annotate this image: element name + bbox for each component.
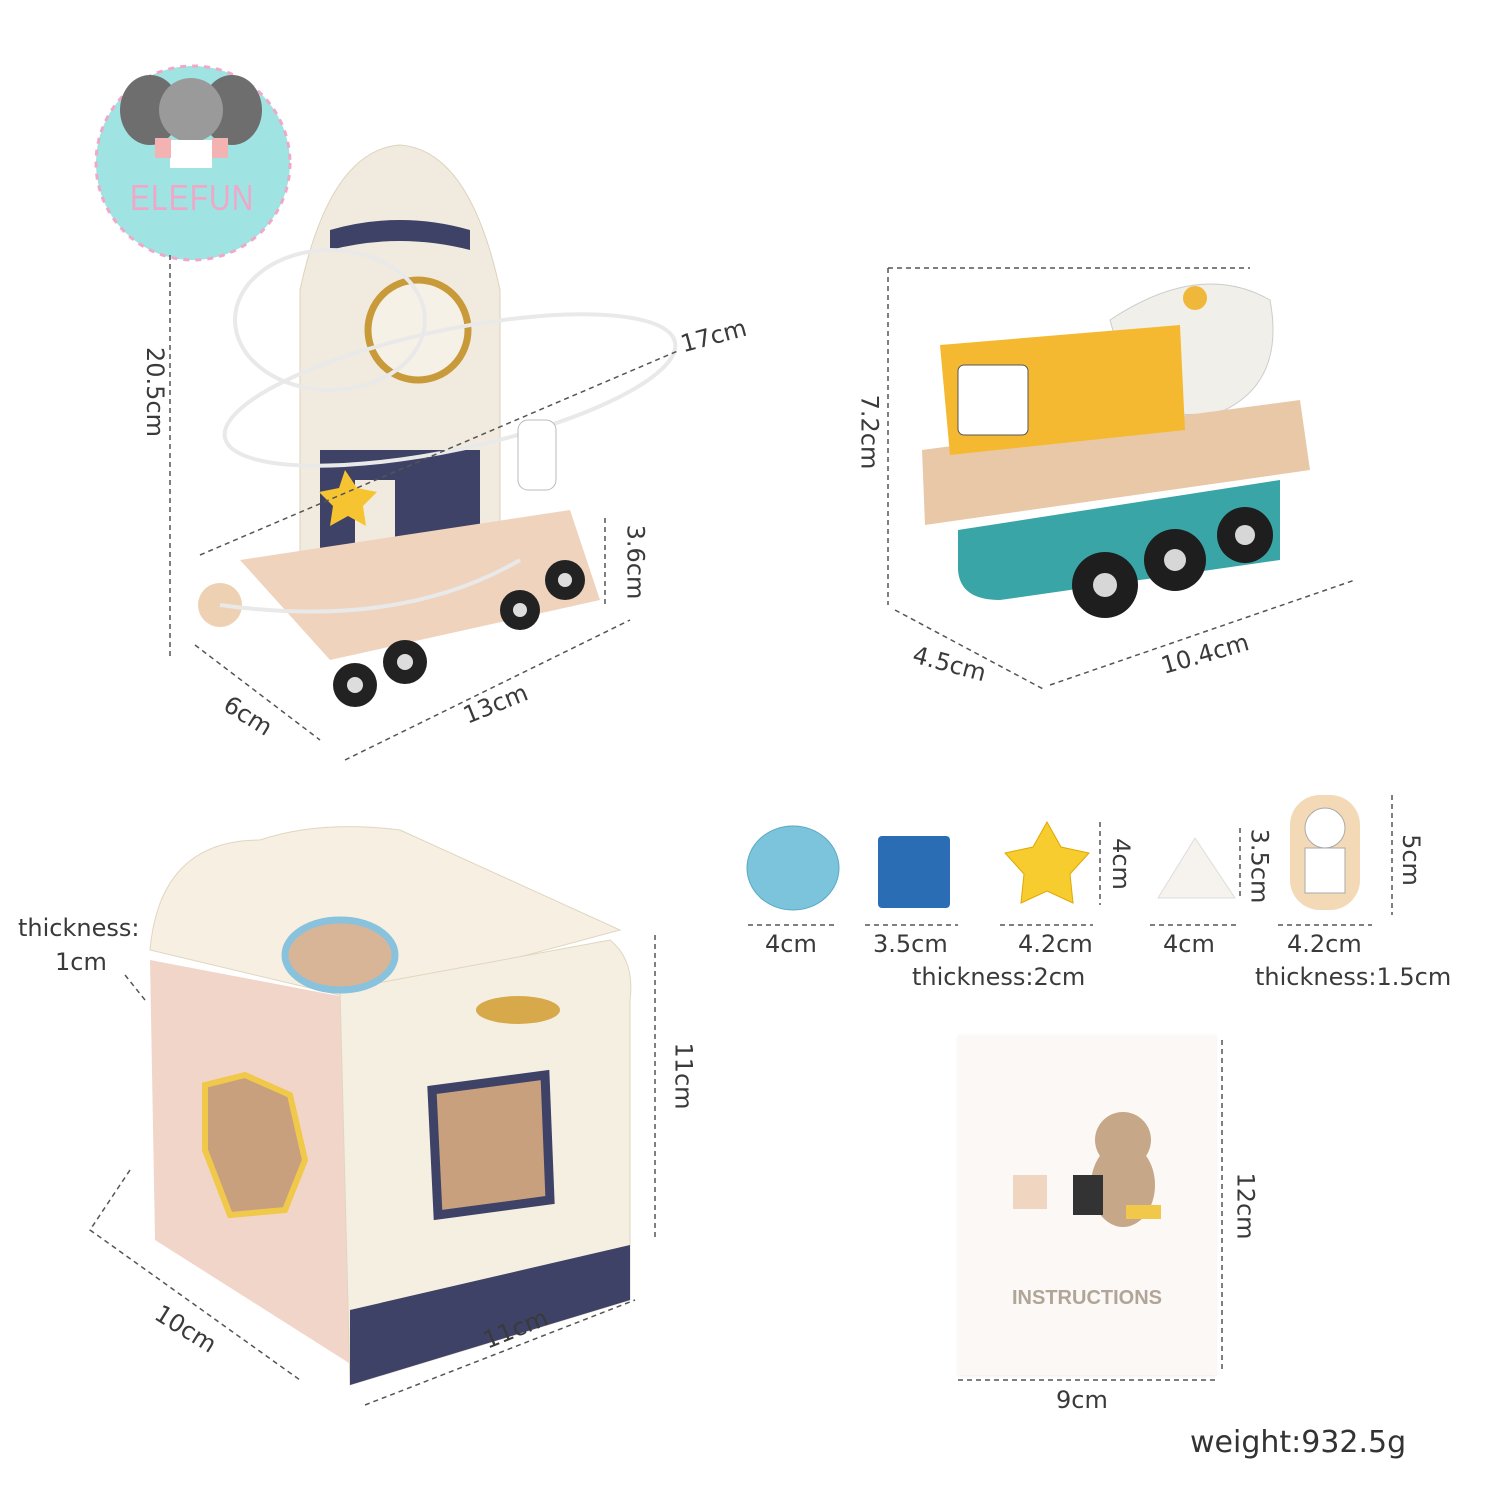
shapes-thickness-label: thickness:2cm (912, 963, 1086, 991)
triangle-width-label: 4cm (1163, 930, 1215, 958)
rover-height-label: 7.2cm (855, 394, 884, 470)
cube-thickness-label: thickness: (18, 914, 140, 942)
instructions-height-label: 12cm (1231, 1172, 1260, 1240)
rocket-bead-maze-toy (198, 144, 678, 707)
rover-toy (922, 283, 1310, 618)
shape-sorter-cube-toy (149, 826, 632, 1386)
instructions-title: INSTRUCTIONS (1012, 1287, 1162, 1309)
bear-illustration (1013, 1112, 1161, 1227)
weight-label: weight:932.5g (1190, 1425, 1407, 1460)
instructions-card: INSTRUCTIONS (958, 1035, 1216, 1375)
rocket-height-label: 20.5cm (141, 346, 170, 438)
astronaut-width-label: 4.2cm (1287, 930, 1362, 958)
logo-text: ELEFUN (130, 178, 255, 219)
star-height-label: 4cm (1106, 838, 1135, 890)
rocket-base-height-label: 3.6cm (621, 524, 650, 600)
cube-height-label: 11cm (669, 1042, 698, 1110)
astronaut-thickness-label: thickness:1.5cm (1255, 963, 1452, 991)
astronaut-height-label: 5cm (1396, 834, 1425, 886)
triangle-height-label: 3.5cm (1245, 828, 1274, 904)
circle-size-label: 4cm (765, 930, 817, 958)
square-size-label: 3.5cm (873, 930, 948, 958)
elefun-logo (94, 64, 292, 262)
cube-thickness-value: 1cm (55, 948, 107, 976)
sorting-shapes (746, 795, 1360, 911)
star-width-label: 4.2cm (1018, 930, 1093, 958)
instructions-width-label: 9cm (1056, 1386, 1108, 1414)
